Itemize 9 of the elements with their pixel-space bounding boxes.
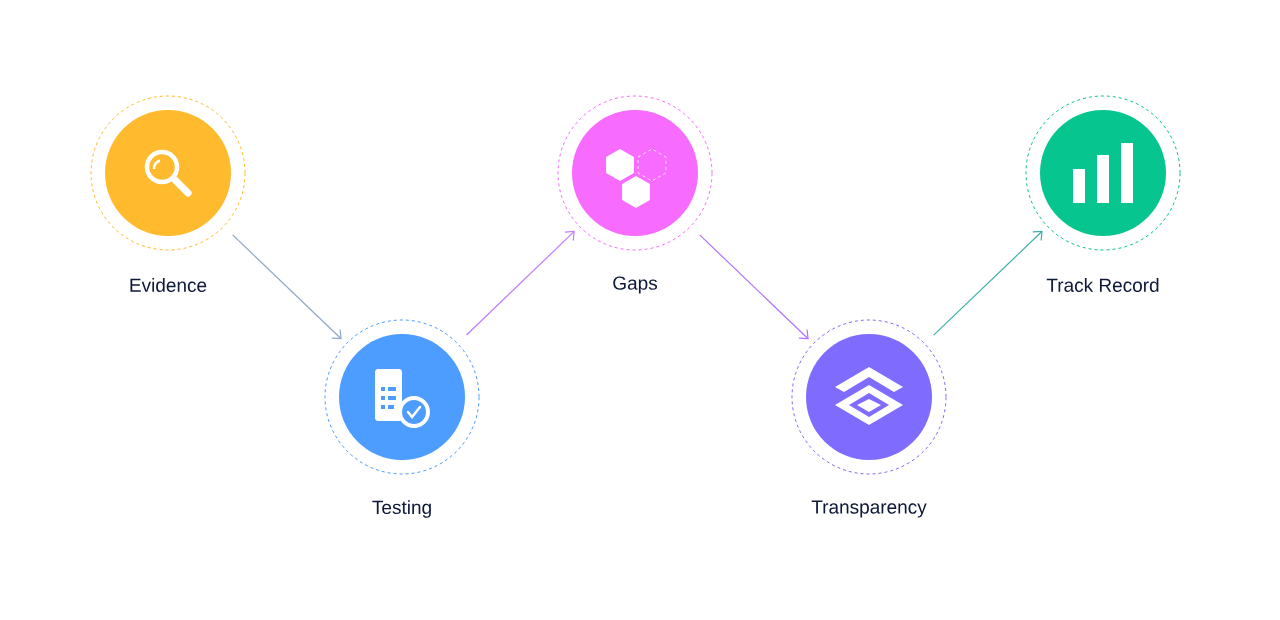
step-label: Transparency bbox=[811, 500, 927, 518]
arrow bbox=[465, 230, 575, 336]
arrow bbox=[699, 234, 809, 340]
step-label: Track Record bbox=[1046, 278, 1159, 292]
step-label: Testing bbox=[372, 500, 431, 518]
arrow bbox=[232, 234, 342, 340]
arrow bbox=[933, 230, 1043, 336]
step-label: Gaps bbox=[613, 276, 657, 294]
step-label: Evidence bbox=[130, 278, 207, 292]
